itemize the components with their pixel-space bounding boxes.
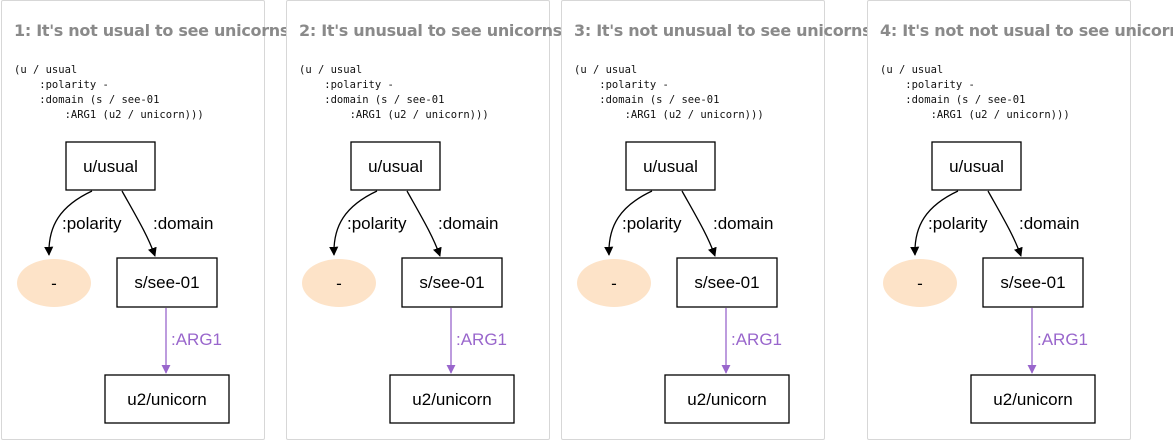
polarity-value-node	[883, 259, 957, 307]
unicorn-node-label: u2/unicorn	[993, 390, 1072, 409]
amr-panel-1: 1: It's not usual to see unicorns. (u / …	[1, 0, 295, 440]
panel-title: 4: It's not not usual to see unicorns.	[880, 21, 1173, 40]
unicorn-node-label: u2/unicorn	[127, 390, 206, 409]
polarity-edge	[44, 190, 93, 256]
amr-graph: :polarity :domain :ARG1 u/usual - s/see-…	[302, 141, 515, 424]
unicorn-node	[389, 374, 515, 424]
domain-edge-label: :domain	[438, 214, 498, 233]
arg1-edge-label: :ARG1	[171, 330, 222, 349]
see-node-label: s/see-01	[419, 273, 484, 292]
polarity-edge-label: :polarity	[928, 214, 988, 233]
see-node-label: s/see-01	[694, 273, 759, 292]
panel-title: 1: It's not usual to see unicorns.	[14, 21, 295, 40]
domain-edge	[121, 190, 157, 257]
polarity-value-node	[17, 259, 91, 307]
polarity-value-label: -	[611, 274, 617, 293]
amr-panel-4: 4: It's not not usual to see unicorns. (…	[867, 0, 1173, 440]
penman-notation: (u / usual :polarity - :domain (s / see-…	[14, 64, 204, 121]
domain-edge	[406, 190, 442, 257]
domain-edge-label: :domain	[1019, 214, 1079, 233]
amr-graph: :polarity :domain :ARG1 u/usual - s/see-…	[883, 141, 1096, 424]
root-node	[350, 141, 441, 191]
polarity-value-label: -	[51, 274, 57, 293]
domain-edge	[987, 190, 1023, 257]
polarity-edge	[604, 190, 653, 256]
see-node-label: s/see-01	[134, 273, 199, 292]
polarity-value-node	[577, 259, 651, 307]
polarity-value-label: -	[336, 274, 342, 293]
root-node	[65, 141, 156, 191]
polarity-edge	[910, 190, 959, 256]
unicorn-node-label: u2/unicorn	[412, 390, 491, 409]
polarity-edge-label: :polarity	[622, 214, 682, 233]
root-node	[625, 141, 716, 191]
penman-notation: (u / usual :polarity - :domain (s / see-…	[299, 64, 489, 121]
root-node-label: u/usual	[368, 157, 423, 176]
arg1-edge-label: :ARG1	[1037, 330, 1088, 349]
unicorn-node-label: u2/unicorn	[687, 390, 766, 409]
unicorn-node	[970, 374, 1096, 424]
panel-title: 2: It's unusual to see unicorns.	[299, 21, 568, 40]
amr-panel-2: 2: It's unusual to see unicorns. (u / us…	[286, 0, 568, 440]
polarity-value-label: -	[917, 274, 923, 293]
amr-graph: :polarity :domain :ARG1 u/usual - s/see-…	[17, 141, 230, 424]
arg1-edge-label: :ARG1	[456, 330, 507, 349]
amr-panel-3: 3: It's not unusual to see unicorns. (u …	[561, 0, 877, 440]
root-node-label: u/usual	[83, 157, 138, 176]
penman-notation: (u / usual :polarity - :domain (s / see-…	[880, 64, 1070, 121]
see-node	[676, 257, 778, 308]
penman-notation: (u / usual :polarity - :domain (s / see-…	[574, 64, 764, 121]
see-node	[116, 257, 218, 308]
root-node-label: u/usual	[949, 157, 1004, 176]
unicorn-node	[664, 374, 790, 424]
see-node	[401, 257, 503, 308]
polarity-value-node	[302, 259, 376, 307]
see-node-label: s/see-01	[1000, 273, 1065, 292]
polarity-edge-label: :polarity	[62, 214, 122, 233]
amr-graph: :polarity :domain :ARG1 u/usual - s/see-…	[577, 141, 790, 424]
domain-edge-label: :domain	[153, 214, 213, 233]
arg1-edge-label: :ARG1	[731, 330, 782, 349]
polarity-edge-label: :polarity	[347, 214, 407, 233]
unicorn-node	[104, 374, 230, 424]
domain-edge-label: :domain	[713, 214, 773, 233]
panel-title: 3: It's not unusual to see unicorns.	[574, 21, 878, 40]
polarity-edge	[329, 190, 378, 256]
see-node	[982, 257, 1084, 308]
root-node-label: u/usual	[643, 157, 698, 176]
root-node	[931, 141, 1022, 191]
domain-edge	[681, 190, 717, 257]
